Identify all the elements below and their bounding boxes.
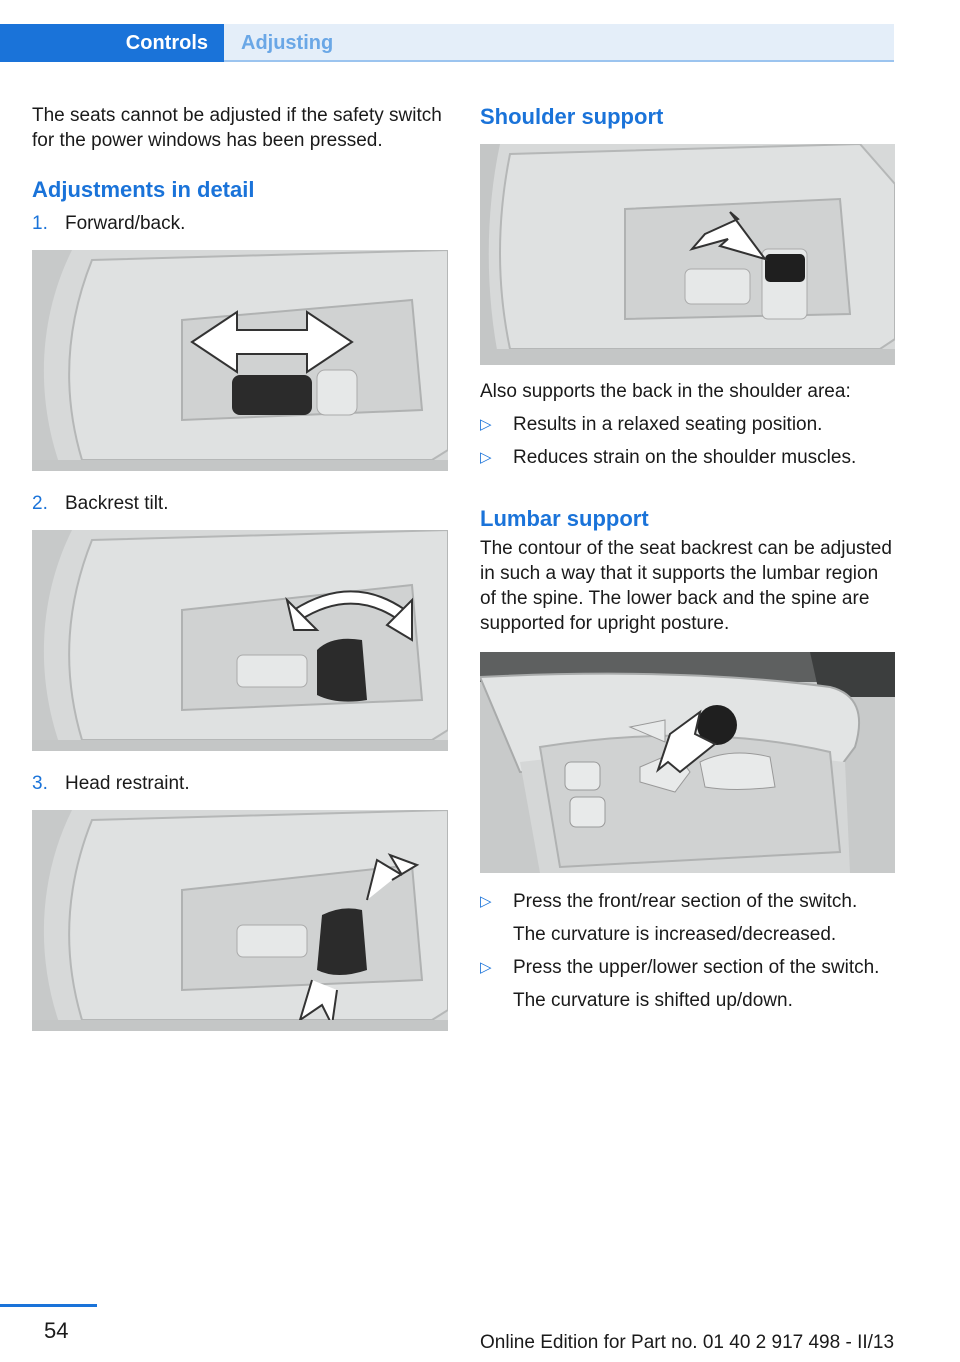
item-number: 3.	[32, 773, 48, 794]
shoulder-support-heading: Shoulder support	[480, 104, 664, 129]
bullet-text: Press the front/rear section of the swit…	[513, 891, 858, 912]
bullet-subtext: The curvature is shifted up/down.	[513, 990, 793, 1011]
lumbar-support-image	[480, 652, 895, 873]
item-number: 1.	[32, 213, 48, 234]
header-rule	[224, 60, 894, 62]
adjustments-heading: Adjustments in detail	[32, 177, 255, 202]
intro-text: The seats cannot be adjusted if the safe…	[32, 105, 442, 151]
list-item: ▷ Press the front/rear section of the sw…	[480, 889, 896, 914]
bullet-text: Results in a relaxed seating position.	[513, 414, 823, 435]
item-label: Backrest tilt.	[65, 493, 169, 514]
list-item: ▷ Press the upper/lower section of the s…	[480, 955, 896, 980]
triangle-bullet-icon: ▷	[480, 959, 492, 976]
lumbar-support-heading: Lumbar support	[480, 506, 649, 531]
item-label: Forward/back.	[65, 213, 186, 234]
list-item: ▷ Reduces strain on the shoulder muscles…	[480, 445, 896, 470]
lumbar-text: The contour of the seat backrest can be …	[480, 538, 892, 634]
list-item-head-restraint: 3. Head restraint.	[32, 771, 448, 796]
tab-controls[interactable]: Controls	[0, 24, 224, 62]
list-item-backrest-tilt: 2. Backrest tilt.	[32, 491, 448, 516]
right-column: Shoulder support Also supports the back …	[480, 100, 896, 1013]
list-item: ▷ Results in a relaxed seating position.	[480, 412, 896, 437]
shoulder-intro: Also supports the back in the shoulder a…	[480, 381, 851, 402]
forward-back-image	[32, 250, 448, 471]
triangle-bullet-icon: ▷	[480, 416, 492, 433]
backrest-tilt-image	[32, 530, 448, 751]
triangle-bullet-icon: ▷	[480, 893, 492, 910]
left-column: The seats cannot be adjusted if the safe…	[32, 100, 448, 1031]
head-restraint-image	[32, 810, 448, 1031]
edition-text: Online Edition for Part no. 01 40 2 917 …	[480, 1332, 895, 1353]
bullet-text: Press the upper/lower section of the swi…	[513, 957, 880, 978]
item-label: Head restraint.	[65, 773, 190, 794]
item-number: 2.	[32, 493, 48, 514]
footer-rule	[0, 1304, 97, 1307]
bullet-text: Reduces strain on the shoulder muscles.	[513, 447, 857, 468]
page-number: 54	[44, 1318, 69, 1343]
tab-adjusting[interactable]: Adjusting	[224, 24, 894, 62]
list-item-forward-back: 1. Forward/back.	[32, 211, 448, 236]
bullet-subtext: The curvature is increased/decreased.	[513, 924, 837, 945]
shoulder-support-image	[480, 144, 895, 365]
triangle-bullet-icon: ▷	[480, 449, 492, 466]
